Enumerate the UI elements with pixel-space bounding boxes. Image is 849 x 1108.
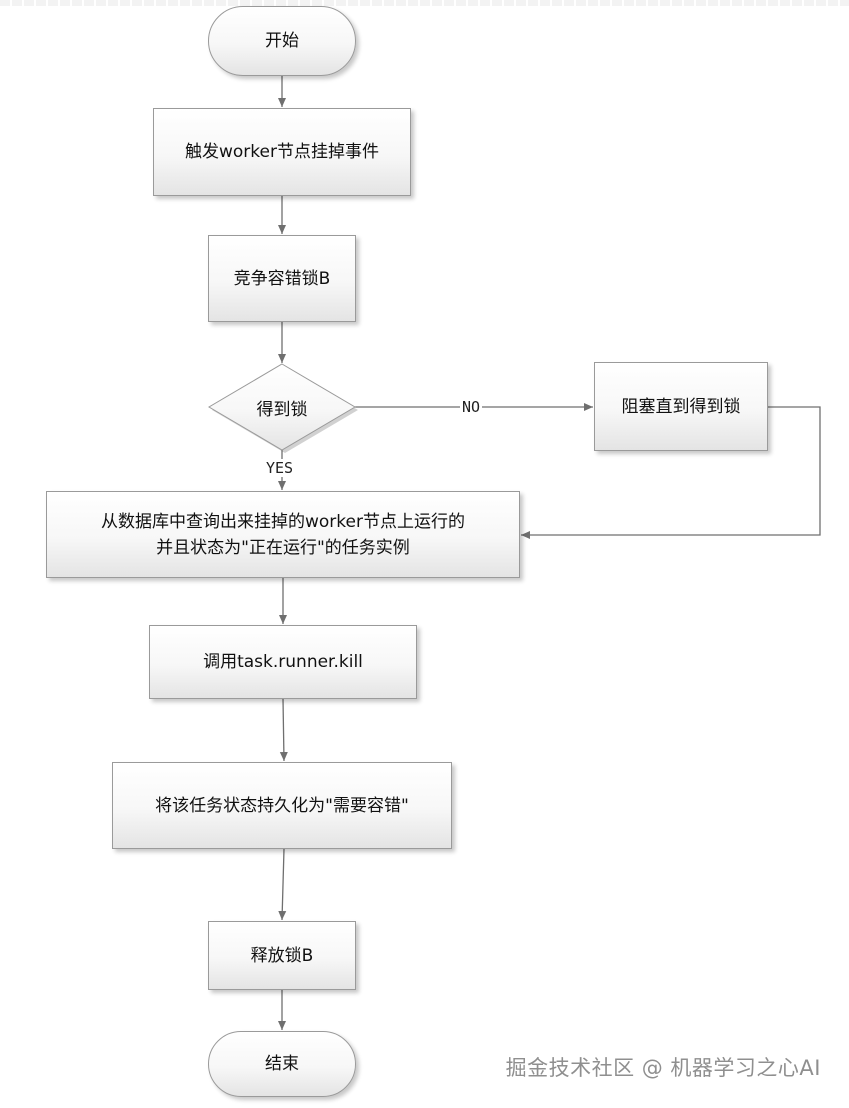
compete-lock-node: 竞争容错锁B [208,235,356,322]
edge-kill-to-persist [279,698,288,762]
edge-block-to-query [521,406,821,539]
got-lock-label: 得到锁 [256,399,308,420]
release-lock-node: 释放锁B [208,921,356,990]
block-until-lock-label: 阻塞直到得到锁 [621,396,741,417]
block-until-lock-node: 阻塞直到得到锁 [594,362,768,451]
trigger-event-node: 触发worker节点挂掉事件 [153,108,411,196]
query-tasks-label-line2: 并且状态为"正在运行"的任务实例 [156,537,410,558]
edge-persist-to-release [278,848,287,921]
yes-edge-label: YES [264,459,296,477]
persist-status-label: 将该任务状态持久化为"需要容错" [155,795,409,816]
end-node: 结束 [208,1031,356,1097]
call-kill-label: 调用task.runner.kill [203,652,363,672]
start-node-label: 开始 [265,31,299,51]
call-kill-node: 调用task.runner.kill [149,625,417,699]
query-tasks-node: 从数据库中查询出来挂掉的worker节点上运行的 并且状态为"正在运行"的任务实… [46,491,520,578]
got-lock-decision: 得到锁 [208,363,358,453]
no-edge-label: NO [460,398,483,416]
start-node: 开始 [208,6,356,76]
top-ruler-strip [0,0,849,6]
decision-diamond-shape [208,363,358,453]
trigger-event-label: 触发worker节点挂掉事件 [185,142,379,162]
persist-status-node: 将该任务状态持久化为"需要容错" [112,762,452,849]
compete-lock-label: 竞争容错锁B [233,268,331,289]
end-node-label: 结束 [265,1054,299,1074]
watermark-text: 掘金技术社区 @ 机器学习之心AI [505,1056,821,1080]
query-tasks-label-line1: 从数据库中查询出来挂掉的worker节点上运行的 [101,511,465,532]
release-lock-label: 释放锁B [250,945,314,966]
